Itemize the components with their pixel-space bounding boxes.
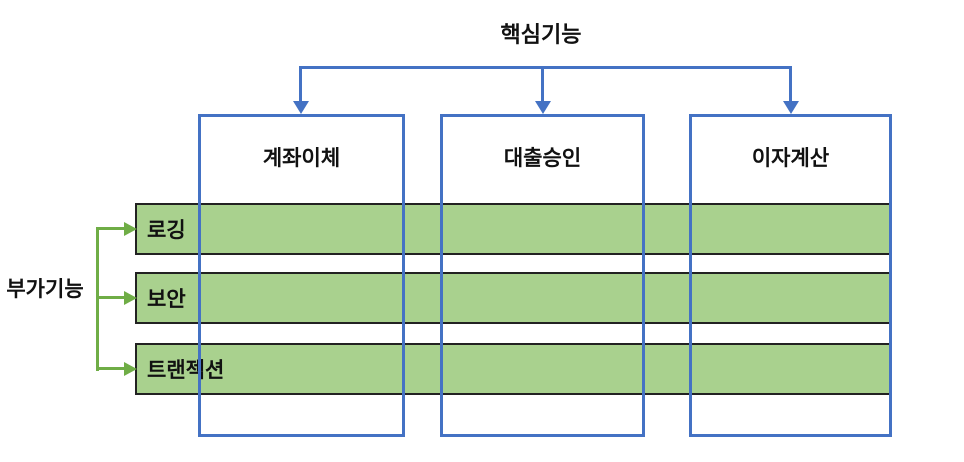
arrow-right-icon [124, 291, 137, 305]
box-edge-overlay [689, 114, 692, 437]
addon-connector-line [96, 227, 99, 371]
core-connector-stem-1 [299, 66, 302, 103]
core-box-label: 이자계산 [751, 147, 830, 170]
addon-connector-branch-1 [96, 227, 124, 230]
box-edge-overlay [198, 114, 201, 437]
core-functions-title: 핵심기능 [500, 22, 582, 47]
crosscut-bar-label: 로깅 [147, 219, 186, 242]
arrow-right-icon [124, 222, 137, 236]
arrow-down-icon [535, 101, 551, 114]
arrow-right-icon [124, 362, 137, 376]
crosscut-bar-security: 보안 [135, 272, 892, 324]
crosscut-bar-transaction: 트랜젝션 [135, 343, 892, 395]
box-edge-overlay [402, 114, 405, 437]
core-box-label: 대출승인 [503, 147, 582, 170]
core-box-label: 계좌이체 [262, 147, 341, 170]
core-connector-line [299, 66, 792, 69]
box-edge-overlay [642, 114, 645, 437]
box-edge-overlay [440, 114, 443, 437]
addon-functions-title: 부가기능 [6, 278, 84, 301]
arrow-down-icon [293, 101, 309, 114]
crosscut-bar-label: 보안 [147, 288, 186, 311]
core-connector-stem-3 [789, 66, 792, 103]
core-connector-stem-2 [541, 66, 544, 103]
crosscut-bar-logging: 로깅 [135, 203, 892, 255]
crosscut-bar-label: 트랜젝션 [147, 359, 225, 382]
box-edge-overlay [889, 114, 892, 437]
addon-connector-branch-2 [96, 296, 124, 299]
arrow-down-icon [783, 101, 799, 114]
addon-connector-branch-3 [96, 367, 124, 370]
